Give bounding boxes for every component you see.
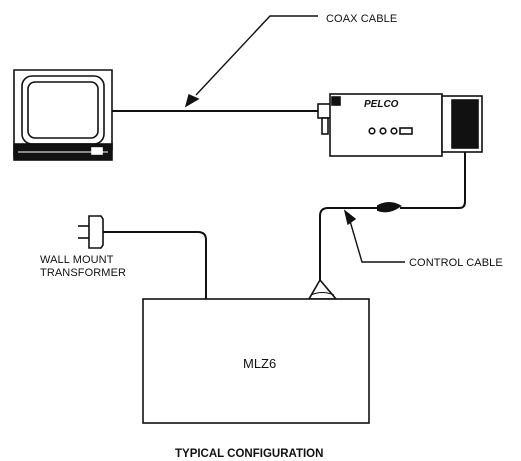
coax-leader-arrow [184,15,318,108]
diagram-caption: TYPICAL CONFIGURATION [175,448,323,460]
control-cable-line [319,152,466,280]
control-leader-arrow [343,209,405,263]
transformer-cable-line [103,231,207,299]
wall-mount-label-line2: TRANSFORMER [40,267,126,279]
camera-brand-label: PELCO [364,99,399,110]
camera-icon [317,93,483,157]
wall-mount-label-line1: WALL MOUNT [40,254,114,266]
connector-detail [310,292,335,296]
mlz6-controller-box [142,298,370,424]
monitor-icon [13,69,113,161]
connector-icon [307,278,338,300]
plug-icon [78,215,104,249]
coax-cable-label: COAX CABLE [326,13,397,25]
mlz6-label: MLZ6 [243,356,276,371]
control-cable-label: CONTROL CABLE [409,257,503,269]
